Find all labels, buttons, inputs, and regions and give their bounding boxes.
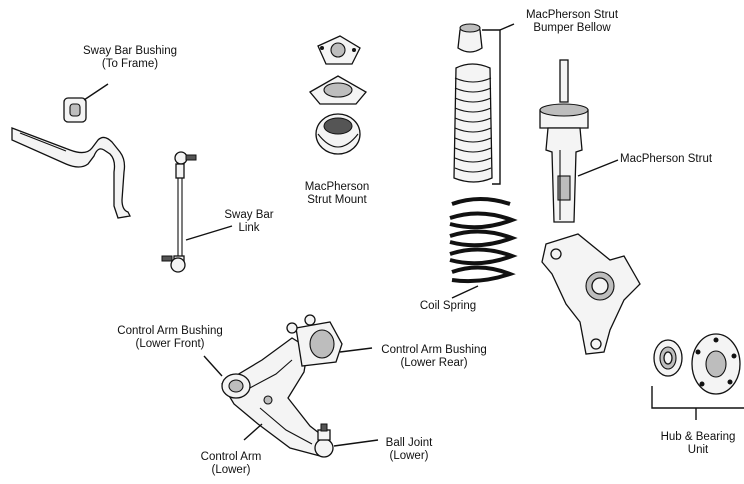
leader-control-arm (244, 424, 262, 440)
leader-sway-bar-bushing (84, 84, 108, 100)
leader-coil-spring (452, 286, 478, 298)
steering-knuckle (542, 234, 640, 354)
wheel-bearing (654, 340, 682, 376)
label-control-arm: Control Arm(Lower) (186, 451, 276, 477)
label-macpherson-strut: MacPherson Strut (620, 153, 712, 166)
wheel-hub (692, 334, 740, 394)
label-ball-joint: Ball Joint(Lower) (366, 437, 452, 463)
label-sway-bar-bushing: Sway Bar Bushing(To Frame) (70, 45, 190, 71)
macpherson-strut (540, 60, 588, 222)
leader-control-arm-bushing-front (204, 356, 222, 376)
leader-hub-bearing (652, 386, 744, 408)
control-arm-bushing-front (222, 374, 250, 398)
strut-mount (310, 36, 366, 154)
bumper-bellow (458, 24, 482, 52)
sway-bar-bushing (64, 98, 86, 122)
sway-bar-link (162, 152, 196, 272)
sway-bar (12, 128, 130, 218)
coil-spring (450, 199, 512, 281)
label-control-arm-bushing-rear: Control Arm Bushing(Lower Rear) (366, 344, 502, 370)
leader-macpherson-strut (578, 160, 618, 176)
label-control-arm-bushing-front: Control Arm Bushing(Lower Front) (102, 325, 238, 351)
label-coil-spring: Coil Spring (410, 300, 486, 313)
dust-boot (454, 64, 492, 182)
ball-joint (315, 424, 333, 457)
